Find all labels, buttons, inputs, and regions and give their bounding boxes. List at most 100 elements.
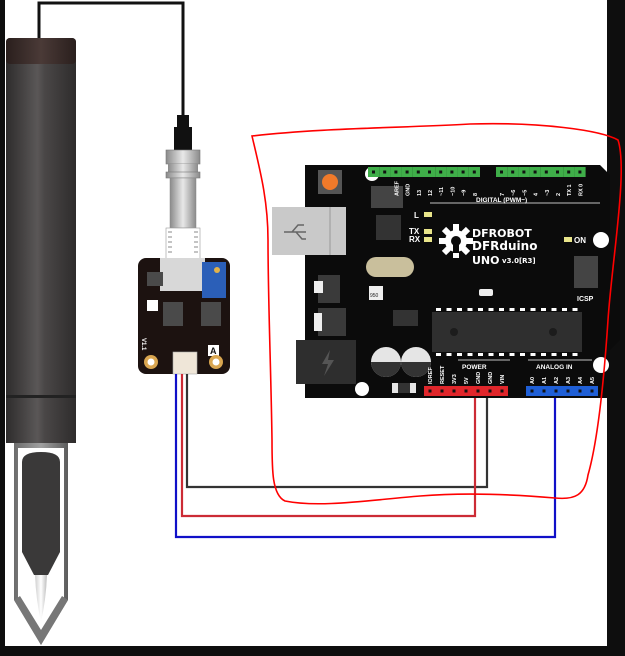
module-label: V1.1	[140, 338, 146, 351]
mcu-pin	[520, 308, 525, 311]
module-connector	[172, 351, 198, 375]
header-hole	[416, 170, 420, 174]
brand-model: UNO	[472, 254, 500, 267]
header-hole	[500, 170, 503, 174]
wire-signal	[174, 374, 557, 539]
power-header	[424, 386, 508, 396]
on-label: ON	[574, 236, 586, 245]
mcu-pin	[446, 308, 452, 311]
header-hole	[522, 170, 526, 174]
mcu-pin	[562, 353, 567, 356]
mcu-pin	[530, 353, 536, 356]
header-hole	[464, 389, 468, 393]
mcu-pin	[488, 308, 494, 311]
pin-label: A3	[566, 377, 572, 384]
digital-title: DIGITAL (PWM~)	[476, 197, 527, 204]
pin-label: GND	[406, 184, 412, 196]
module-marker: A	[210, 346, 217, 356]
mcu-pin	[499, 353, 504, 356]
header-hole	[428, 170, 431, 174]
mcu-pin	[446, 353, 452, 356]
pin-label: 12	[428, 190, 434, 196]
pin-label: RX 0	[578, 184, 584, 196]
pin-label: A0	[530, 377, 536, 384]
header-hole	[544, 170, 548, 174]
header-hole	[394, 170, 398, 174]
pin-label: 8	[473, 193, 479, 196]
pin-label: ~5	[522, 190, 528, 196]
mcu-pin	[572, 308, 578, 311]
mcu-pin	[551, 308, 557, 311]
header-hole	[440, 389, 444, 393]
icsp-header	[574, 256, 598, 288]
mcu-pin	[541, 353, 546, 356]
pin-label: A1	[542, 377, 548, 384]
mcu-pin	[457, 353, 462, 356]
mcu-pin	[488, 353, 494, 356]
icsp-label: ICSP	[577, 296, 594, 303]
pin-label: ~11	[439, 187, 445, 196]
header-hole	[578, 389, 582, 393]
power-title: POWER	[462, 364, 487, 371]
header-hole	[461, 170, 465, 174]
mcu-pin	[467, 353, 473, 356]
brand-dfrobot: DFROBOT	[472, 227, 532, 240]
analog-header	[526, 386, 598, 396]
header-hole	[476, 389, 480, 393]
ph-sensor-module: V1.1 A	[138, 258, 230, 375]
mcu-pin	[478, 353, 483, 356]
pin-label: ~6	[511, 190, 517, 196]
mcu-pin	[436, 353, 441, 356]
led-tx-label: TX	[409, 227, 420, 236]
annotation-circle	[251, 122, 623, 505]
arduino-board: 950 ICSP L TX RX ON DFROBOT DFRduin	[272, 165, 620, 398]
header-hole	[452, 389, 456, 393]
header-hole	[542, 389, 546, 393]
pin-label: 13	[417, 190, 423, 196]
pin-label: ~9	[462, 190, 468, 196]
pin-label: A2	[554, 377, 560, 384]
pin-label: A4	[578, 376, 584, 384]
mcu-pin	[572, 353, 578, 356]
gear-tooth	[453, 251, 459, 258]
pin-label: ~10	[450, 187, 456, 196]
chip-950	[369, 286, 383, 300]
header-hole	[472, 170, 476, 174]
usb-port	[272, 207, 346, 255]
header-hole	[488, 389, 492, 393]
wire-power	[180, 374, 477, 518]
pin-label: ~3	[545, 190, 551, 196]
header-hole	[372, 170, 375, 174]
mcu-pin	[520, 353, 525, 356]
wire-ground	[185, 374, 489, 489]
mcu-pin	[436, 308, 441, 311]
mcu-pin	[509, 353, 515, 356]
header-hole	[450, 170, 454, 174]
mcu-pin	[457, 308, 462, 311]
led-l-label: L	[414, 211, 419, 220]
mcu-pin	[530, 308, 536, 311]
gear-icon	[439, 224, 473, 258]
header-hole	[511, 170, 515, 174]
chip-mark: 950	[370, 293, 379, 299]
pin-label: 3V3	[452, 374, 458, 384]
header-hole	[590, 389, 594, 393]
brand-version: v3.0[R3]	[502, 257, 536, 265]
mcu-pin	[541, 308, 546, 311]
pin-label: VIN	[500, 375, 506, 384]
icsp-header-top	[371, 186, 403, 208]
gear-tooth	[439, 238, 446, 244]
brand-dfrduino: DFRduino	[472, 239, 537, 253]
header-hole	[566, 389, 570, 393]
digital-header	[368, 167, 586, 177]
pin-label: RESET	[440, 365, 446, 384]
analog-title: ANALOG IN	[536, 364, 573, 371]
gear-tooth	[453, 224, 459, 231]
mcu-pin	[562, 308, 567, 311]
lightning-icon	[322, 350, 334, 376]
led-rx-label: RX	[409, 235, 421, 244]
pin-label: GND	[476, 372, 482, 384]
header-hole	[439, 170, 443, 174]
wires	[174, 374, 557, 539]
